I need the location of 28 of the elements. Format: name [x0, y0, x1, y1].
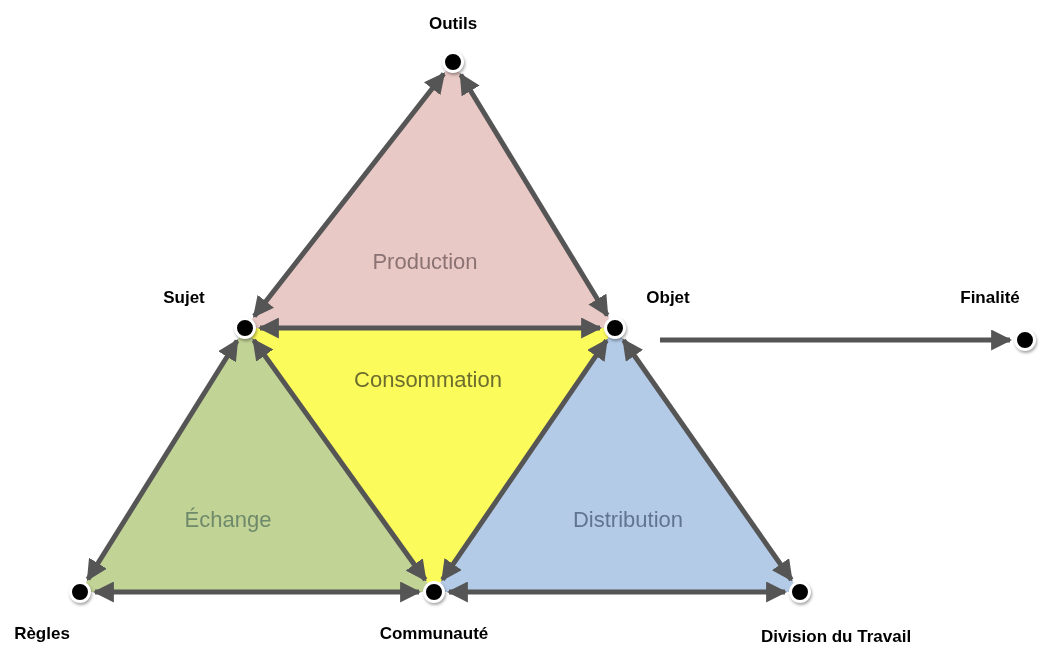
point-label: Communauté [379, 624, 489, 644]
arrow [440, 338, 609, 582]
arrow [251, 338, 428, 582]
point-label: Outils [428, 14, 478, 34]
arrow [660, 329, 1013, 351]
arrow [446, 581, 788, 603]
arrow [621, 338, 794, 582]
point-marker [423, 581, 445, 603]
point-label: Division du Travail [760, 627, 912, 647]
point-marker [604, 317, 626, 339]
arrow [85, 338, 240, 582]
area-label: Distribution [573, 507, 683, 533]
point-marker [234, 317, 256, 339]
point-label: Finalité [960, 288, 1020, 308]
arrow [257, 317, 603, 339]
arrow [252, 72, 446, 318]
area-label: Échange [184, 507, 272, 533]
area-label: Production [372, 249, 478, 275]
point-marker [442, 51, 464, 73]
point-label: Objet [646, 288, 690, 308]
area-label: Consommation [354, 367, 502, 393]
point-label: Sujet [163, 288, 205, 308]
point-marker [789, 581, 811, 603]
point-marker [69, 581, 91, 603]
arrow [92, 581, 422, 603]
point-marker [1014, 329, 1036, 351]
point-label: Règles [14, 624, 70, 644]
arrow [458, 73, 610, 317]
